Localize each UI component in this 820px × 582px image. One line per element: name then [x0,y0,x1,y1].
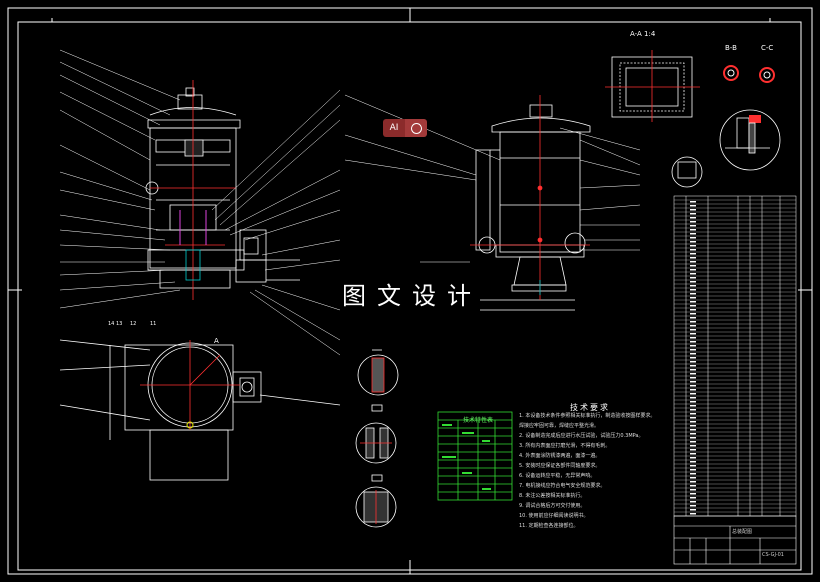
bom-rows [674,199,796,515]
tech-requirement-line: 2. 设备制造完成后应进行水压试验，试验压力0.3MPa。 [519,433,644,439]
side-view-centerlines [470,95,590,300]
tech-requirements-title: 技术要求 [570,403,610,412]
top-view [59,339,341,481]
ai-badge[interactable]: AI [383,119,427,137]
title-block-name: 总装配图 [732,529,753,535]
section-bb-label: B-B [725,44,737,52]
tech-requirement-line: 1. 本设备技术条件参照相关标准执行，制造验收按图样要求。 [519,413,656,419]
watermark-text: 图文设计 [342,282,482,310]
title-block-drawing-no: CS-GJ-01 [762,552,784,558]
tech-requirement-line: 7. 电机接线应符合电气安全规范要求。 [519,483,606,489]
title-block [673,515,797,565]
parts-table-title: 技术特性表 [463,417,494,424]
tech-requirement-line: 3. 所有内表面应打磨光滑，不得有毛刺。 [519,443,611,449]
leader-lines-left [59,49,341,356]
side-view-right [475,104,591,311]
parts-table-green [437,411,513,501]
view-a-marker: A [214,337,219,345]
section-aa [605,50,700,122]
tech-requirement-line: 6. 设备运转应平稳，无异常声响。 [519,473,596,479]
detail-circles-middle [355,349,399,528]
top-view-centerlines [140,340,240,430]
svg-text:14 13: 14 13 [108,321,122,327]
tech-requirement-line: 4. 外表面涂防锈漆两遍，面漆一遍。 [519,453,601,459]
leader-lines-right [344,94,641,263]
tech-requirement-line: 焊接应牢固可靠，焊缝应平整光滑。 [519,423,600,429]
section-aa-label: A-A 1:4 [630,30,656,38]
detail-small-right [671,156,703,188]
ai-badge-icon [405,119,427,137]
svg-text:12: 12 [130,321,136,327]
section-cc-label: C-C [761,44,774,52]
tech-requirement-line: 9. 调试合格后方可交付使用。 [519,503,586,509]
tech-requirement-line: 5. 安装时应保证各部件同轴度要求。 [519,463,601,469]
tech-requirement-line: 10. 使用前应仔细阅读说明书。 [519,513,589,519]
svg-text:11: 11 [150,321,156,327]
tech-requirement-line: 8. 未注公差按相关标准执行。 [519,493,586,499]
detail-view-right [719,109,781,171]
front-view-left-centerlines [150,80,236,300]
tech-requirement-line: 11. 定期检查各连接部位。 [519,523,579,529]
section-bb-cc [723,65,775,83]
ai-badge-label: AI [383,119,405,137]
